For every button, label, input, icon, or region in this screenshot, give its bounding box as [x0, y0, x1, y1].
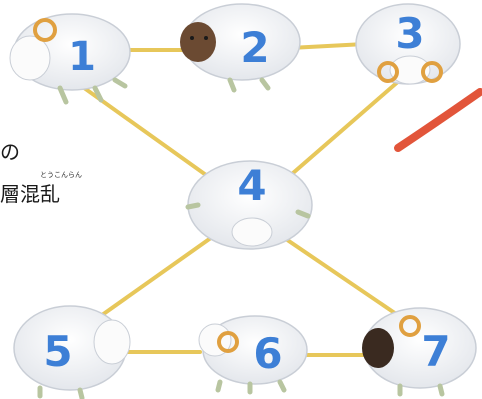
- rope-4-5: [93, 233, 217, 322]
- svg-text:7: 7: [421, 327, 450, 376]
- sheep-3: 3: [355, 3, 461, 85]
- ruby-annotation: とうこんらん: [40, 171, 82, 179]
- svg-text:1: 1: [68, 34, 96, 80]
- text-line-2: 層混乱: [0, 182, 60, 206]
- rope-3-4: [283, 78, 402, 182]
- text-line-1: の: [0, 140, 20, 164]
- horn-icon: [421, 61, 443, 83]
- svg-text:4: 4: [237, 161, 266, 210]
- sheep-1: 1: [9, 13, 131, 105]
- ropes: [78, 42, 407, 357]
- sheep-4: 4: [185, 160, 313, 250]
- svg-text:6: 6: [253, 329, 282, 378]
- rope-2-3: [288, 42, 367, 50]
- svg-text:5: 5: [43, 327, 72, 376]
- rope-1-4: [78, 83, 222, 187]
- sheep-5: 5: [13, 305, 131, 399]
- horn-icon: [399, 315, 421, 337]
- sheep-6: 6: [198, 315, 308, 395]
- sheep-7: 7: [362, 307, 477, 397]
- svg-text:3: 3: [395, 9, 424, 58]
- horn-icon: [217, 331, 239, 353]
- sheep-2: 2: [180, 3, 301, 93]
- horn-icon: [377, 61, 399, 83]
- svg-text:2: 2: [240, 23, 269, 72]
- rope-4-7: [278, 233, 407, 322]
- red-pen-stroke: [394, 88, 482, 152]
- horn-icon: [33, 18, 57, 42]
